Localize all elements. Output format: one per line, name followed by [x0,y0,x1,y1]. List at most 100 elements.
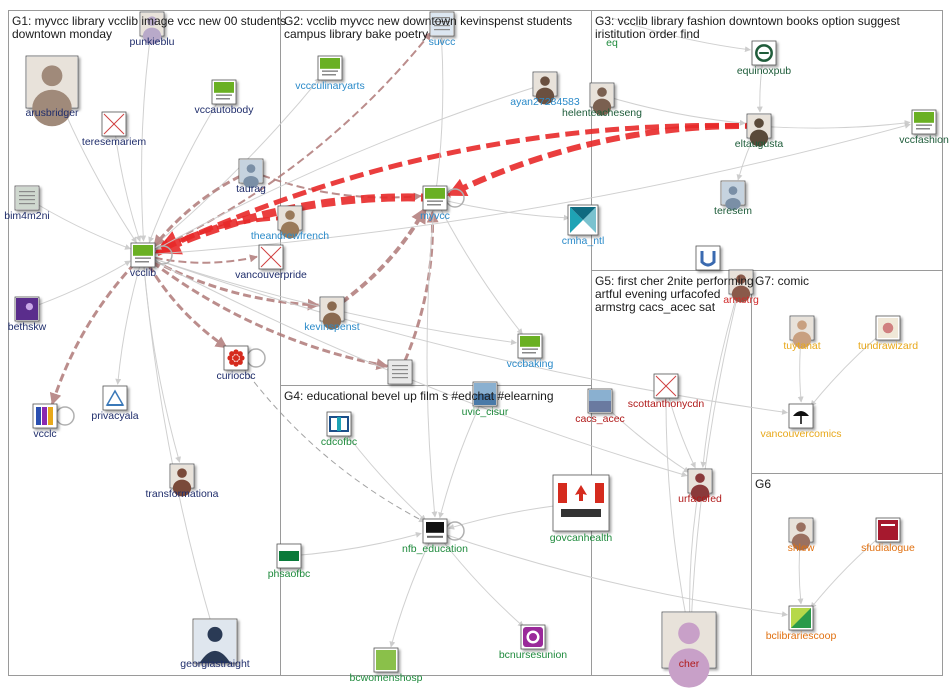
node-label: tuytanat [783,340,820,352]
node-eq[interactable]: eq [606,37,618,49]
node-label: curiocbc [216,370,255,382]
node-kevinspenst[interactable]: kevinspenst [304,296,360,333]
node-govcanhealth[interactable]: govcanhealth [550,474,613,544]
node-bim4m2ni[interactable]: bim4m2ni [4,185,50,222]
node-eltaugusta[interactable]: eltaugusta [735,113,784,150]
node-transformationa[interactable]: transformationa [146,463,219,500]
node-scottanthonycdn[interactable]: scottanthonycdn [628,373,705,410]
node-urfacofed[interactable]: urfacofed [678,468,722,505]
photo-person-icon [728,269,754,303]
nodes-layer: arusbridgerpunkiebluvccautobodyteresemar… [4,11,949,688]
edge-teresemariem-to-vcclib [113,123,142,242]
node-theandrewfrench[interactable]: theandrewfrench [251,205,329,242]
edge-scottanthonycdn-to-cher [665,385,690,627]
node-label: cher [679,658,700,670]
node-tuytanat[interactable]: tuytanat [783,315,821,352]
node-equinoxpub[interactable]: equinoxpub [737,40,791,77]
photo-person-icon [589,82,615,116]
equinox-logo-icon [751,40,777,66]
node-vccculinaryarts[interactable]: vccculinaryarts [295,55,365,92]
edge-vccautobody-to-vcclib [148,91,225,244]
edge-uvic_cisur-to-nfb_education [438,393,486,519]
node-sfudialogue[interactable]: sfudialogue [861,517,915,554]
node-phsaofbc[interactable]: phsaofbc [268,543,311,580]
group-title-g2: campus library bake poetry [284,27,428,41]
photo-person-icon [25,55,79,127]
node-bclibrariescoop[interactable]: bclibrariescoop [766,605,837,642]
node-vccbaking[interactable]: vccbaking [507,333,554,370]
node-teresem[interactable]: teresem [714,180,752,217]
node-vcclib[interactable]: vcclib [130,242,156,279]
node-vccautobody[interactable]: vccautobody [195,79,255,116]
node-bethskw[interactable]: bethskw [8,296,47,333]
document-thumb-icon [14,185,40,211]
node-unknown_g3[interactable] [695,245,721,271]
node-vccfashion[interactable]: vccfashion [899,109,949,146]
node-myvcc[interactable]: myvcc [420,185,450,222]
illustration-icon [192,618,238,664]
node-privacyala[interactable]: privacyala [91,385,139,422]
vcc-logo-icon [911,109,937,135]
node-label: armstrg [723,294,759,306]
node-armstrg[interactable]: armstrg [723,269,759,306]
node-curiocbc[interactable]: curiocbc [216,345,256,382]
node-bcwomenshosp[interactable]: bcwomenshosp [350,647,423,684]
node-label: transformationa [146,488,219,500]
node-label: urfacofed [678,493,722,505]
group-title-g6: G6 [755,477,771,491]
node-label: teresem [714,205,752,217]
node-arusbridger[interactable]: arusbridger [25,55,79,127]
node-punkieblu[interactable]: punkieblu [130,11,175,48]
node-helenteacheseng[interactable]: helenteacheseng [562,82,642,119]
node-label: vccfashion [899,134,949,146]
group-title-g1: downtown monday [12,27,112,41]
node-vcclc[interactable]: vcclc [32,403,58,440]
node-label: theandrewfrench [251,230,329,242]
edge-myvcc-to-nfb_education [426,197,438,518]
bcnu-logo-icon [520,624,546,650]
node-teresemariem[interactable]: teresemariem [82,111,146,148]
node-vccarts[interactable] [387,359,413,385]
node-taurag[interactable]: taurag [236,158,266,195]
group-title-g1: G1: myvcc library vcclib image vcc new 0… [12,14,286,28]
node-cacs_acec[interactable]: cacs_acec [575,388,625,425]
node-cher[interactable]: cher [661,611,717,688]
node-georgiastraight[interactable]: georgiastraight [180,618,250,670]
node-ayan27284583[interactable]: ayan27284583 [510,71,580,108]
edge-myvcc-to-vccbaking [434,197,523,335]
node-vancouvercomics[interactable]: vancouvercomics [760,403,842,440]
edge-myvcc-to-cmha_ntl [434,197,570,221]
node-uvic_cisur[interactable]: uvic_cisur [462,381,509,418]
default-avatar-icon [720,180,746,210]
node-bcnursesunion[interactable]: bcnursesunion [499,624,567,661]
node-label: vancouvercomics [760,428,841,440]
edge-eltaugusta-to-vccfashion [758,120,911,129]
node-suvcc[interactable]: suvcc [429,11,456,48]
edge-vcclib-to-vcclc [49,253,145,406]
edge-vcclib-to-privacyala [115,254,144,385]
node-vancouverpride[interactable]: vancouverpride [235,244,307,281]
node-label: equinoxpub [737,65,791,77]
node-label: bcwomenshosp [350,672,423,684]
node-shlew[interactable]: shlew [788,517,815,554]
node-cdcofbc[interactable]: cdcofbc [321,411,357,448]
edge-eltaugusta-to-vcclib [155,122,760,255]
node-label: uvic_cisur [462,406,509,418]
node-cmha_ntl[interactable]: cmha_ntl [562,204,605,247]
edge-vcclib-to-vccfashion [142,122,911,256]
edge-helenteacheseng-to-eltaugusta [601,94,746,126]
node-nfb_education[interactable]: nfb_education [402,518,468,555]
default-avatar-icon [238,158,264,188]
cbc-logo-icon [223,345,249,371]
edge-phsaofbc-to-nfb_education [288,531,422,557]
photo-person-icon [532,71,558,105]
edge-cacs_acec-to-urfacofed [599,400,690,473]
vcc-logo-icon [317,55,343,81]
node-tundrawizard[interactable]: tundrawizard [858,315,918,352]
edge-nfb_education-to-bcwomenshosp [389,530,436,648]
node-label: arusbridger [25,107,79,119]
node-label: bethskw [8,321,47,333]
edge-nfb_education-to-bclibrariescoop [434,530,788,618]
photo-person-icon [746,113,772,147]
edge-armstrg-to-urfacofed [700,281,742,468]
